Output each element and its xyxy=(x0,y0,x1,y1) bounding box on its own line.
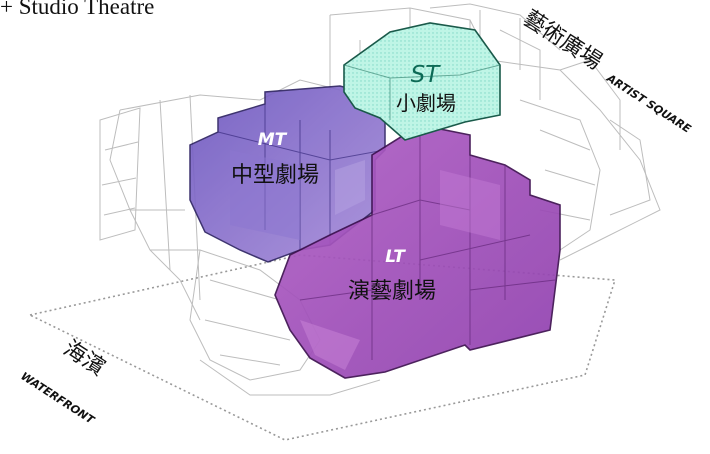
lyric-theatre-volume xyxy=(274,124,561,379)
medium-theatre-name: 中型劇場 xyxy=(231,163,319,188)
studio-theatre-name: 小劇場 xyxy=(396,91,456,115)
lyric-theatre-name: 演藝劇場 xyxy=(348,279,436,304)
artist-square-label-zh: 藝術廣場 xyxy=(519,6,606,75)
medium-theatre-volume xyxy=(189,85,386,263)
artist-square-label-en: ARTIST SQUARE xyxy=(604,71,694,136)
waterfront-label-en: WATERFRONT xyxy=(18,370,97,428)
studio-theatre-volume xyxy=(343,22,501,141)
medium-theatre-code: MT xyxy=(258,130,288,150)
waterfront-label-zh: 海濱 xyxy=(59,336,110,381)
lyric-theatre-code: LT xyxy=(385,247,406,267)
building-wireframe xyxy=(99,3,661,396)
studio-theatre-code: ST xyxy=(411,62,442,88)
site-boundary xyxy=(27,254,617,441)
diagram-heading: + Studio Theatre xyxy=(0,0,155,19)
